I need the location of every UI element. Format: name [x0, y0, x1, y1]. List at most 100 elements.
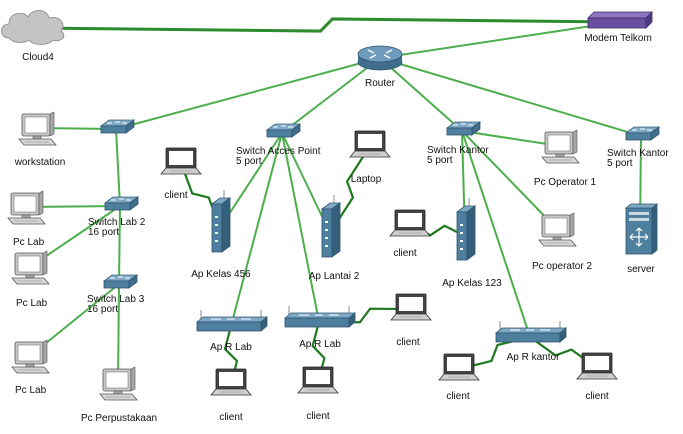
- node-sw_acces[interactable]: [265, 123, 302, 138]
- label-server: server: [627, 264, 655, 275]
- laptop-icon: [438, 353, 480, 381]
- pc-icon: [11, 250, 50, 285]
- node-client_rlab1[interactable]: [210, 368, 252, 396]
- node-router[interactable]: [357, 45, 403, 71]
- node-cloud[interactable]: [1, 9, 65, 45]
- label-client_kelas456: client: [164, 190, 188, 201]
- laptop-icon: [576, 352, 618, 380]
- label-client_kantor_b: client: [585, 391, 609, 402]
- label-pc_perpus: Pc Perpustakaan: [81, 413, 157, 424]
- label-pc_lab_3: Pc Lab: [15, 385, 47, 396]
- label-pc_lab_1: Pc Lab: [13, 237, 45, 248]
- label-ap_r_kantor: Ap R kantor: [507, 352, 560, 363]
- lan-link-sw_acces-to-ap_r_lab_2: [281, 132, 320, 323]
- node-laptop[interactable]: [349, 130, 391, 158]
- lan-link-sw_top_left-to-sw_lab2: [115, 128, 121, 207]
- node-ap_r_lab_1[interactable]: [195, 310, 269, 332]
- wan-link-modem-to-router: [379, 21, 619, 59]
- node-pc_lab_2[interactable]: [11, 250, 50, 285]
- node-client_kantor_b[interactable]: [576, 352, 618, 380]
- laptop-icon: [349, 130, 391, 158]
- lan-link-sw_lab2-to-sw_lab3: [118, 205, 121, 285]
- label-ap_r_lab_1: Ap R Lab: [210, 342, 252, 353]
- node-sw_top_left[interactable]: [99, 119, 136, 134]
- node-workstation[interactable]: [18, 111, 57, 146]
- label-pc_operator2: Pc operator 2: [532, 261, 592, 272]
- node-pc_perpus[interactable]: [99, 366, 138, 401]
- pc-icon: [538, 212, 577, 247]
- node-pc_operator2[interactable]: [538, 212, 577, 247]
- node-sw_kantor1[interactable]: [445, 121, 482, 136]
- switch-icon: [103, 196, 140, 211]
- wan-link-cloud-to-modem: [34, 17, 619, 33]
- node-client_rlab2a[interactable]: [390, 293, 432, 321]
- node-client_kantor_a[interactable]: [438, 353, 480, 381]
- lan-link-laptop-to-ap_lantai2: [329, 145, 371, 234]
- lan-link-sw_lab3-to-pc_perpus: [117, 283, 120, 384]
- switch-icon: [624, 126, 661, 141]
- pc-icon: [99, 366, 138, 401]
- wireless-router-icon: [195, 310, 269, 332]
- pc-icon: [11, 339, 50, 374]
- laptop-icon: [160, 147, 202, 175]
- node-modem[interactable]: [587, 11, 653, 29]
- lan-link-router-to-sw_kantor2: [379, 57, 642, 137]
- label-cloud: Cloud4: [22, 52, 54, 63]
- label-ap_kelas456: Ap Kelas 456: [191, 269, 251, 280]
- router-icon: [357, 45, 403, 71]
- access-point-icon: [210, 190, 232, 253]
- label-client_rlab2a: client: [396, 337, 420, 348]
- server-icon: [624, 203, 659, 255]
- node-client_kelas456[interactable]: [160, 147, 202, 175]
- switch-icon: [445, 121, 482, 136]
- laptop-icon: [389, 209, 431, 237]
- lan-link-router-to-sw_top_left: [115, 57, 381, 130]
- cloud-icon: [1, 9, 65, 45]
- label-ap_lantai2: Ap Lantai 2: [309, 271, 360, 282]
- lan-link-sw_kantor1-to-pc_operator2: [461, 130, 558, 230]
- node-ap_kelas123[interactable]: [455, 198, 477, 261]
- label-client_rlab2b: client: [306, 411, 330, 422]
- label-client_rlab1: client: [219, 412, 243, 423]
- node-sw_kantor2[interactable]: [624, 126, 661, 141]
- label-ap_kelas123: Ap Kelas 123: [442, 278, 502, 289]
- node-ap_r_kantor[interactable]: [494, 321, 568, 343]
- access-point-icon: [320, 195, 342, 258]
- laptop-icon: [210, 368, 252, 396]
- label-pc_operator1: Pc Operator 1: [534, 177, 597, 188]
- node-pc_lab_1[interactable]: [7, 190, 46, 225]
- switch-icon: [265, 123, 302, 138]
- wireless-router-icon: [494, 321, 568, 343]
- node-pc_lab_3[interactable]: [11, 339, 50, 374]
- node-sw_lab3[interactable]: [102, 274, 139, 289]
- pc-icon: [541, 129, 580, 164]
- node-ap_r_lab_2[interactable]: [283, 306, 357, 328]
- switch-icon: [99, 119, 136, 134]
- node-ap_kelas456[interactable]: [210, 190, 232, 253]
- lan-link-sw_kantor1-to-ap_r_kantor: [461, 130, 531, 338]
- label-ap_r_lab_2: Ap R Lab: [299, 339, 341, 350]
- node-server[interactable]: [624, 203, 659, 255]
- node-ap_lantai2[interactable]: [320, 195, 342, 258]
- node-sw_lab2[interactable]: [103, 196, 140, 211]
- label-pc_lab_2: Pc Lab: [16, 298, 48, 309]
- pc-icon: [7, 190, 46, 225]
- node-pc_operator1[interactable]: [541, 129, 580, 164]
- laptop-icon: [390, 293, 432, 321]
- label-client_kelas123: client: [393, 248, 417, 259]
- label-modem: Modem Telkom: [584, 33, 652, 44]
- switch-icon: [102, 274, 139, 289]
- label-client_kantor_a: client: [446, 391, 470, 402]
- label-laptop: Laptop: [351, 174, 382, 185]
- laptop-icon: [297, 366, 339, 394]
- node-client_kelas123[interactable]: [389, 209, 431, 237]
- node-client_rlab2b[interactable]: [297, 366, 339, 394]
- lan-link-sw_kantor1-to-pc_operator1: [461, 130, 561, 147]
